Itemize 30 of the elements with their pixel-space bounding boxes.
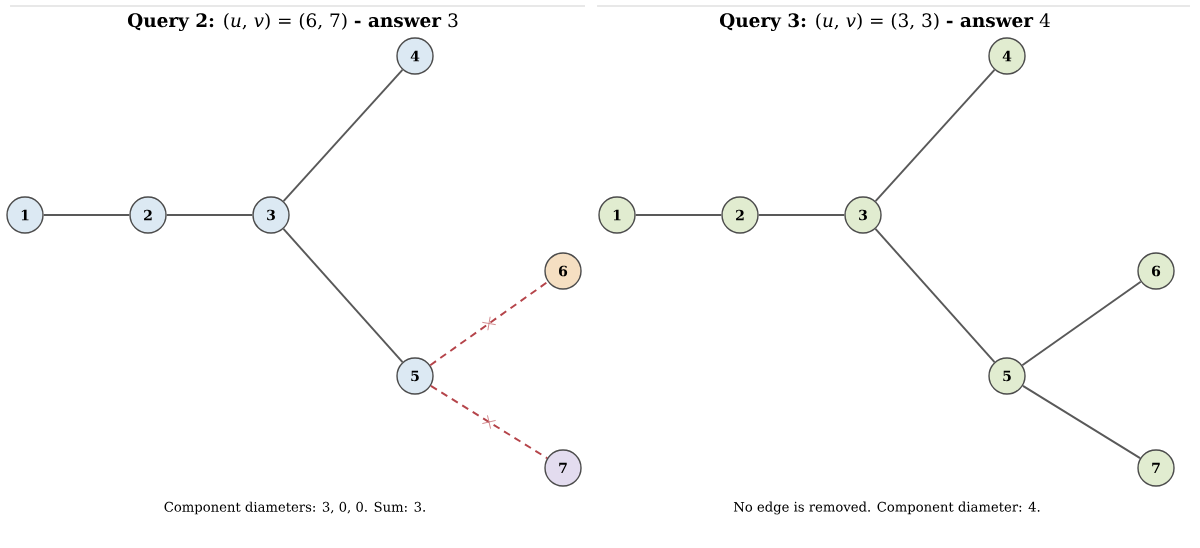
panel-title: Query 2: (u, v) = (6, 7) - answer 3 bbox=[127, 12, 458, 32]
edge bbox=[1021, 280, 1142, 367]
graph-node: 5 bbox=[396, 357, 434, 395]
edge bbox=[1021, 384, 1142, 460]
graph-node: 7 bbox=[1137, 449, 1175, 487]
graph-node: 3 bbox=[252, 196, 290, 234]
graph-node: 7 bbox=[544, 449, 582, 487]
graph-node: 4 bbox=[988, 37, 1026, 75]
edge bbox=[429, 280, 549, 367]
edge bbox=[757, 214, 846, 216]
edge bbox=[634, 214, 723, 216]
edge bbox=[42, 214, 131, 216]
graph-node: 3 bbox=[844, 196, 882, 234]
edge bbox=[429, 384, 549, 460]
edge bbox=[282, 227, 404, 364]
panel-title: Query 3: (u, v) = (3, 3) - answer 4 bbox=[719, 12, 1050, 32]
graph-node: 4 bbox=[396, 37, 434, 75]
graph-node: 1 bbox=[6, 196, 44, 234]
graph-node: 2 bbox=[129, 196, 167, 234]
graph-node: 5 bbox=[988, 357, 1026, 395]
edge bbox=[282, 68, 404, 203]
caption: Component diameters: 3, 0, 0. Sum: 3. bbox=[164, 501, 425, 515]
graph-node: 6 bbox=[544, 252, 582, 290]
edge bbox=[874, 227, 996, 364]
edge bbox=[165, 214, 254, 216]
graph-node: 6 bbox=[1137, 252, 1175, 290]
caption: No edge is removed. Component diameter: 4. bbox=[733, 501, 1040, 515]
edge bbox=[874, 68, 996, 203]
graph-node: 1 bbox=[598, 196, 636, 234]
graph-node: 2 bbox=[721, 196, 759, 234]
